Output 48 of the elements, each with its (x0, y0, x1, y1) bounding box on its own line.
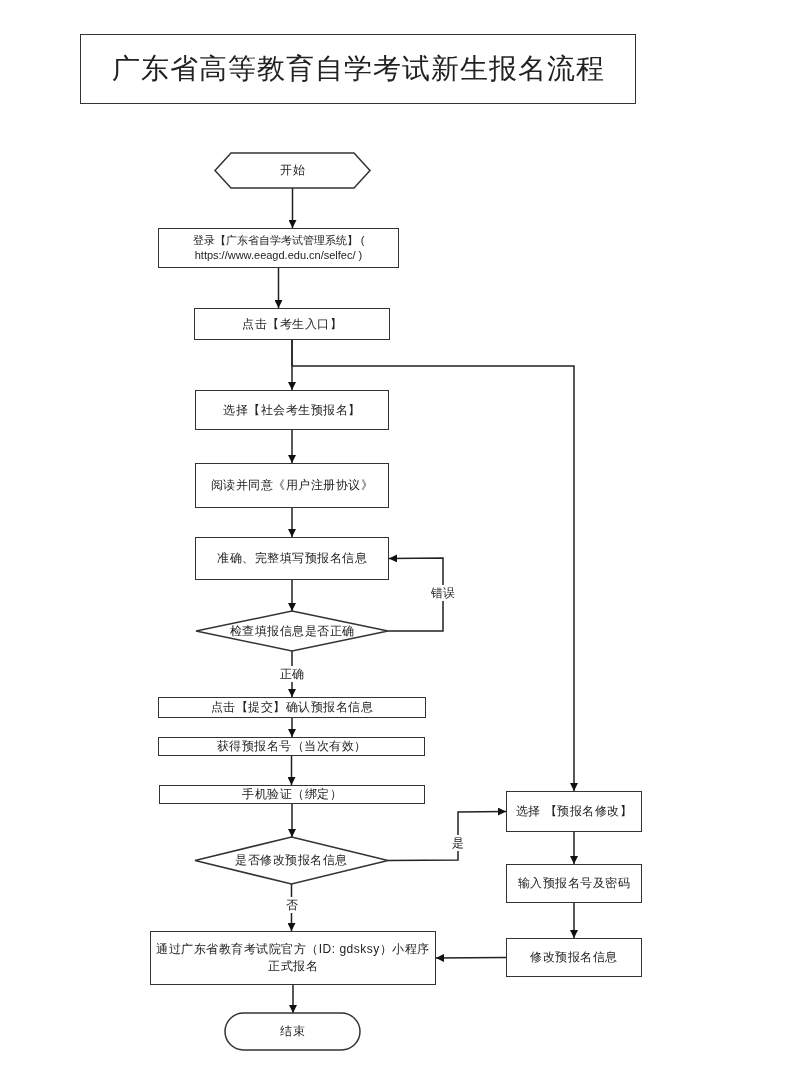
process-box (150, 931, 436, 985)
node-text: 通过广东省教育考试院官方（ID: gdsksy）小程序正式报名 (155, 941, 431, 975)
arrow (288, 429, 296, 464)
node-text: 点击【提交】确认预报名信息 (209, 699, 375, 716)
diagram-title: 广东省高等教育自学考试新生报名流程 (80, 34, 636, 104)
process-box (506, 791, 642, 832)
edge-label: 是 (451, 835, 465, 851)
node-text: 结束 (279, 1023, 306, 1040)
process-box (194, 308, 390, 340)
node-text: 准确、完整填写预报名信息 (216, 550, 368, 567)
arrow (435, 953, 507, 962)
edge-label: 正确 (279, 666, 305, 682)
node-text: 选择 【预报名修改】 (514, 803, 634, 820)
node-text: 开始 (279, 162, 306, 179)
arrow (288, 507, 296, 538)
arrow (288, 717, 296, 738)
process-box (195, 463, 389, 508)
arrow (387, 554, 444, 632)
process-box (158, 697, 426, 718)
edge-label: 否 (285, 897, 299, 913)
node-text: 获得预报名号（当次有效） (215, 738, 368, 755)
node-text: 阅读并同意《用户注册协议》 (209, 477, 375, 494)
process-box (506, 938, 642, 977)
node-text: 登录【广东省自学考试管理系统】 ( https://www.eeagd.edu.cn/selfec/ ) (191, 233, 366, 263)
arrow (274, 267, 283, 309)
node-text: 选择【社会考生预报名】 (222, 401, 362, 419)
node-text: 手机验证（绑定） (241, 786, 343, 803)
arrow (288, 579, 296, 612)
process-box (158, 737, 425, 756)
node-text: 是否修改预报名信息 (234, 852, 349, 869)
node-text: 点击【考生入口】 (241, 315, 343, 333)
arrow (287, 755, 296, 786)
process-box (159, 785, 425, 804)
edge-label: 错误 (430, 585, 456, 601)
arrow (289, 984, 297, 1014)
node-text: 修改预报名信息 (529, 949, 619, 966)
arrow (387, 807, 507, 862)
arrow (570, 902, 578, 939)
node-text: 输入预报名号及密码 (516, 875, 632, 892)
arrow (288, 803, 296, 838)
process-box (195, 537, 389, 580)
process-box (195, 390, 389, 430)
arrow (570, 831, 578, 865)
node-text: 检查填报信息是否正确 (228, 622, 356, 640)
arrow (291, 339, 578, 792)
arrow (288, 187, 297, 229)
process-box (506, 864, 642, 903)
process-box (158, 228, 399, 268)
